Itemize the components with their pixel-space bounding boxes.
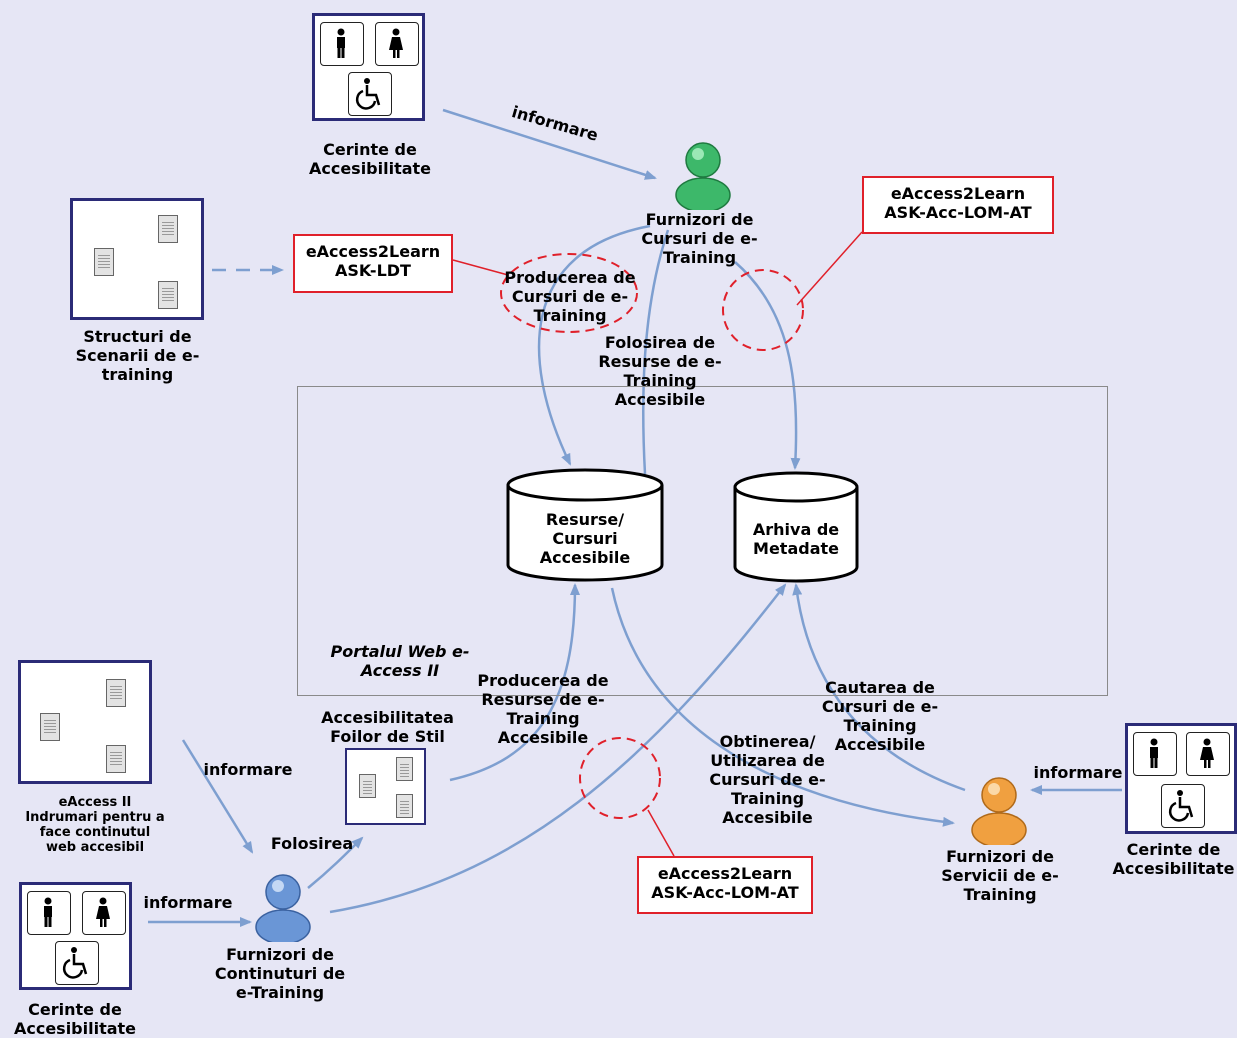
ask-lom-bottom-connector bbox=[647, 809, 675, 857]
metadata-bottom-ellipse bbox=[579, 737, 661, 819]
metadata-top-arrow bbox=[734, 261, 801, 470]
accessibility-frame-right bbox=[1125, 723, 1237, 834]
accessibility-frame-bottom-left bbox=[19, 882, 132, 990]
producing-courses-ellipse bbox=[500, 253, 638, 333]
document-icon bbox=[106, 679, 126, 707]
portal-frame bbox=[297, 386, 1108, 696]
content-to-metadata-arrow bbox=[329, 583, 787, 914]
producing-resources-arrow bbox=[449, 583, 580, 782]
accessibility-frame-top bbox=[312, 13, 425, 121]
document-icon bbox=[396, 757, 413, 781]
document-icon bbox=[396, 794, 413, 818]
informare-label-right: informare bbox=[1033, 763, 1123, 782]
folosirea-label: Folosirea bbox=[270, 834, 354, 853]
obtaining-label: Obtinerea/ Utilizarea de Cursuri de e- T… bbox=[709, 732, 826, 827]
using-resources-arrow bbox=[642, 229, 670, 475]
wheelchair-icon bbox=[55, 941, 99, 985]
resources-label: Resurse/ Cursuri Accesibile bbox=[539, 510, 631, 567]
producing-courses-label: Producerea de Cursuri de e- Training bbox=[504, 268, 636, 325]
informare-label-guidelines: informare bbox=[203, 760, 293, 779]
ask-ldt-box: eAccess2Learn ASK-LDT bbox=[293, 234, 453, 293]
stylesheets-frame bbox=[345, 748, 426, 825]
woman-icon bbox=[375, 22, 419, 66]
informare-arrow-guidelines bbox=[181, 739, 254, 854]
document-icon bbox=[94, 248, 114, 276]
obtaining-arrow bbox=[610, 587, 955, 827]
guidelines-label: eAccess II Indrumari pentru a face conti… bbox=[25, 795, 165, 855]
man-icon bbox=[27, 891, 71, 935]
metadata-archive-label: Arhiva de Metadate bbox=[752, 520, 840, 558]
using-resources-label: Folosirea de Resurse de e- Training Acce… bbox=[598, 333, 722, 409]
content-provider-person-icon bbox=[255, 874, 311, 942]
stylesheets-label: Accesibilitatea Foilor de Stil bbox=[321, 708, 454, 746]
wheelchair-icon bbox=[348, 72, 392, 116]
course-provider-person-icon bbox=[675, 142, 731, 210]
document-icon bbox=[359, 774, 376, 798]
accessibility-label-bottom-left: Cerinte de Accesibilitate bbox=[13, 1000, 137, 1038]
scenario-structures-label: Structuri de Scenarii de e- training bbox=[75, 327, 200, 384]
ask-lom-bottom-box: eAccess2Learn ASK-Acc-LOM-AT bbox=[637, 856, 813, 914]
search-label: Cautarea de Cursuri de e- Training Acces… bbox=[821, 678, 939, 754]
metadata-top-ellipse bbox=[722, 269, 804, 351]
folosirea-arrow bbox=[307, 836, 364, 889]
ask-ldt-connector bbox=[452, 259, 509, 276]
document-icon bbox=[106, 745, 126, 773]
accessibility-label-right: Cerinte de Accesibilitate bbox=[1112, 840, 1235, 878]
woman-icon bbox=[82, 891, 126, 935]
accessibility-label-top: Cerinte de Accesibilitate bbox=[308, 140, 432, 178]
wheelchair-icon bbox=[1161, 784, 1205, 828]
informare-arrow-top bbox=[442, 108, 657, 180]
scenario-structures-frame bbox=[70, 198, 204, 320]
content-providers-label: Furnizori de Continuturi de e-Training bbox=[214, 945, 346, 1002]
service-providers-label: Furnizori de Servicii de e- Training bbox=[941, 847, 1059, 904]
man-icon bbox=[320, 22, 364, 66]
woman-icon bbox=[1186, 732, 1230, 776]
producing-courses-arrow bbox=[537, 224, 651, 466]
guidelines-frame bbox=[18, 660, 152, 784]
service-provider-person-icon bbox=[971, 777, 1027, 845]
metadata-cylinder bbox=[733, 471, 859, 583]
informare-label-bottom: informare bbox=[143, 893, 233, 912]
document-icon bbox=[40, 713, 60, 741]
portal-label: Portalul Web e- Access II bbox=[330, 642, 470, 680]
course-providers-label: Furnizori de Cursuri de e- Training bbox=[641, 210, 758, 267]
producing-resources-label: Producerea de Resurse de e- Training Acc… bbox=[477, 671, 609, 747]
document-icon bbox=[158, 215, 178, 243]
search-arrow bbox=[792, 583, 966, 792]
ask-lom-top-connector bbox=[796, 231, 863, 306]
ask-lom-top-box: eAccess2Learn ASK-Acc-LOM-AT bbox=[862, 176, 1054, 234]
document-icon bbox=[158, 281, 178, 309]
man-icon bbox=[1133, 732, 1177, 776]
resources-cylinder bbox=[506, 468, 664, 582]
